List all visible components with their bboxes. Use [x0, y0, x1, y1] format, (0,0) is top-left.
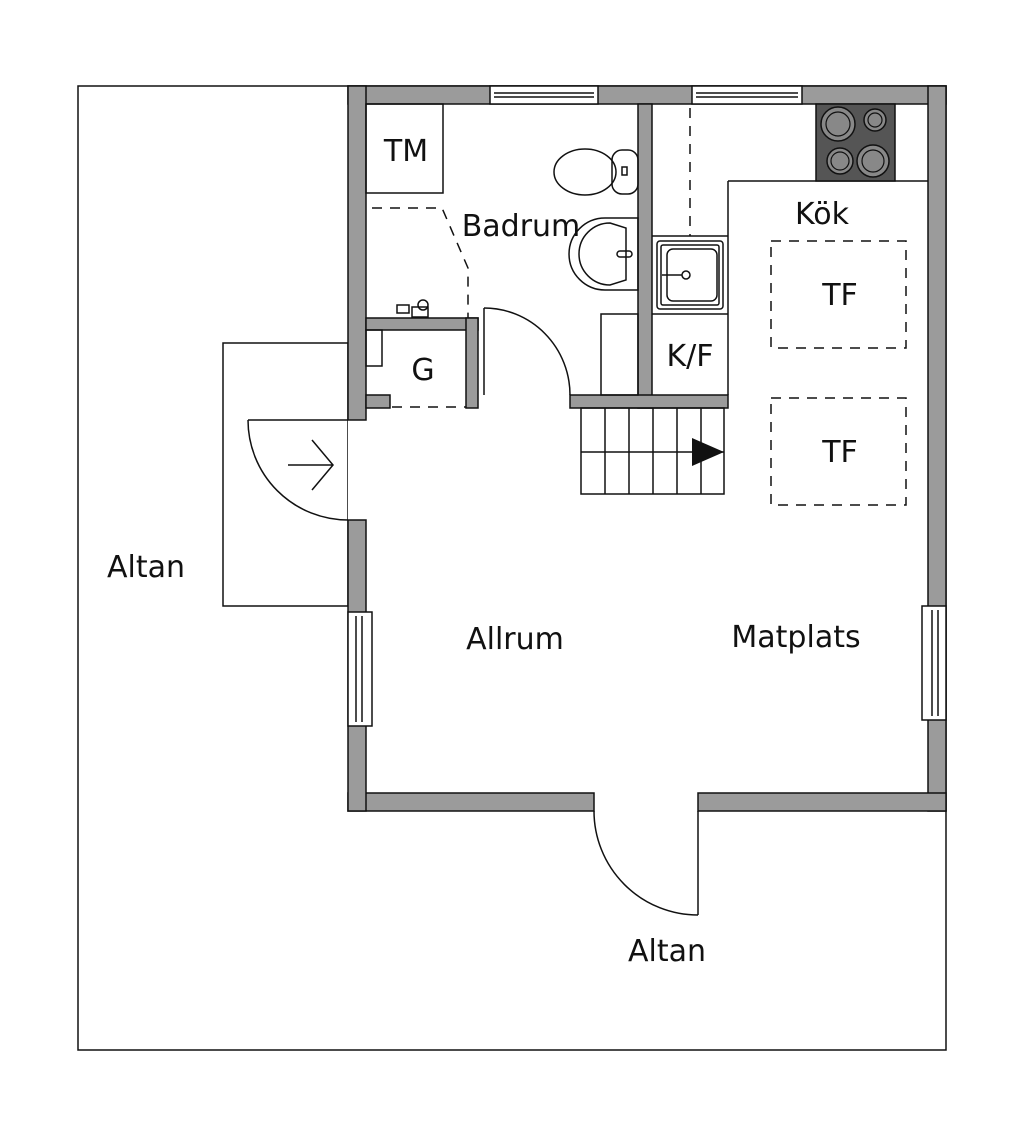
label-kok: Kök [795, 197, 850, 232]
closet-shelf [365, 329, 383, 367]
washing-machine [365, 103, 444, 194]
arrow-right-icon [288, 439, 334, 491]
window-bathroom [489, 85, 599, 105]
patio-door [593, 810, 699, 916]
label-altan-bottom: Altan [628, 934, 706, 969]
entry-door [247, 419, 349, 521]
label-tf-2: TF [821, 435, 858, 470]
label-tm: TM [383, 134, 428, 169]
window-left [347, 611, 373, 727]
faucet-icon [396, 299, 429, 318]
sink-icon [568, 217, 639, 291]
kitchen-sink-icon [656, 240, 724, 310]
window-kitchen [691, 85, 803, 105]
interior-walls [365, 103, 729, 409]
label-g: G [411, 353, 434, 388]
staircase [580, 407, 725, 495]
toilet-icon [553, 148, 639, 196]
bathroom-door [483, 307, 571, 396]
label-altan-left: Altan [107, 550, 185, 585]
bathroom-cabinet [600, 313, 639, 396]
tumble-dryer-space-1 [770, 240, 907, 349]
windows [347, 85, 947, 727]
label-matplats: Matplats [731, 620, 860, 655]
entry-landing [222, 342, 349, 607]
label-kf: K/F [666, 339, 713, 374]
stove-icon [815, 103, 896, 182]
label-tf-1: TF [821, 278, 858, 313]
label-badrum: Badrum [462, 209, 581, 244]
window-right [921, 605, 947, 721]
stair-arrow-icon [692, 438, 724, 466]
label-allrum: Allrum [466, 622, 564, 657]
tumble-dryer-space-2 [770, 397, 907, 506]
